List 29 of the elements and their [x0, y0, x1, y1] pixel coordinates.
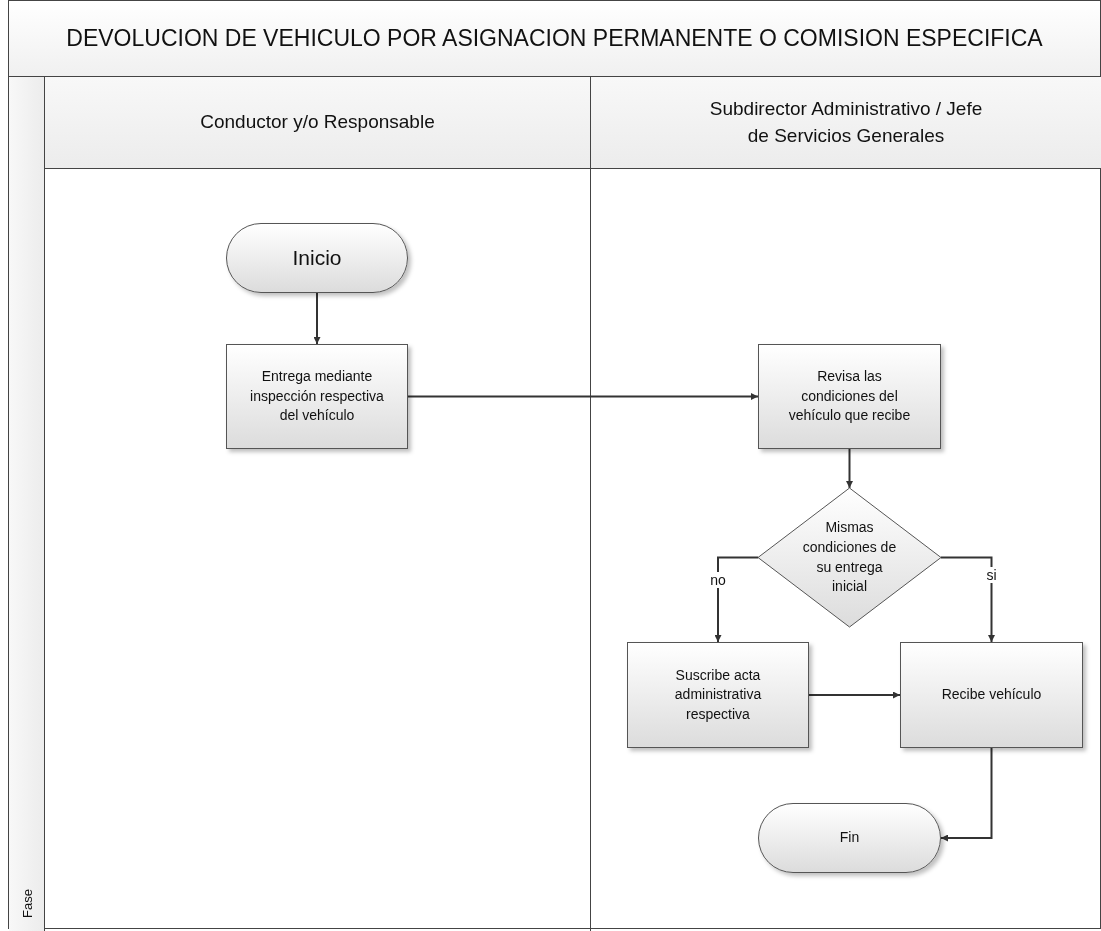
node-text: Fin	[839, 828, 860, 848]
arrow	[940, 556, 995, 643]
arrow	[313, 292, 321, 345]
lane-header: Conductor y/o Responsable	[45, 77, 590, 169]
arrow	[808, 691, 901, 699]
process-box	[226, 344, 408, 449]
decision-diamond	[758, 488, 941, 627]
phase-label: Fase	[19, 889, 34, 918]
arrow	[846, 448, 853, 489]
process-box	[627, 642, 809, 748]
arrow	[940, 747, 993, 842]
node-text: Revisa las condiciones del vehículo que recibe	[787, 367, 912, 426]
swimlane	[45, 77, 591, 931]
terminator-shape	[758, 803, 941, 873]
process-box	[900, 642, 1083, 748]
node-text: Suscribe acta administrativa respectiva	[673, 665, 763, 724]
edge-label: no	[708, 571, 728, 588]
arrow	[714, 556, 759, 643]
phase-column	[9, 77, 45, 931]
lane-header: Subdirector Administrativo / Jefe de Servicios Generales	[591, 77, 1101, 169]
node-text: Inicio	[292, 245, 342, 272]
title: DEVOLUCION DE VEHICULO POR ASIGNACION PERMANENTE O COMISION ESPECIFICA	[66, 25, 1043, 52]
node-text: Recibe vehículo	[941, 685, 1042, 705]
arrow	[407, 393, 759, 400]
terminator-shape	[226, 223, 408, 293]
node-text: Mismas condiciones de su entrega inicial	[801, 518, 898, 597]
process-box	[758, 344, 941, 449]
edge-label: si	[984, 566, 999, 583]
node-text: Entrega mediante inspección respectiva del vehículo	[249, 367, 385, 426]
